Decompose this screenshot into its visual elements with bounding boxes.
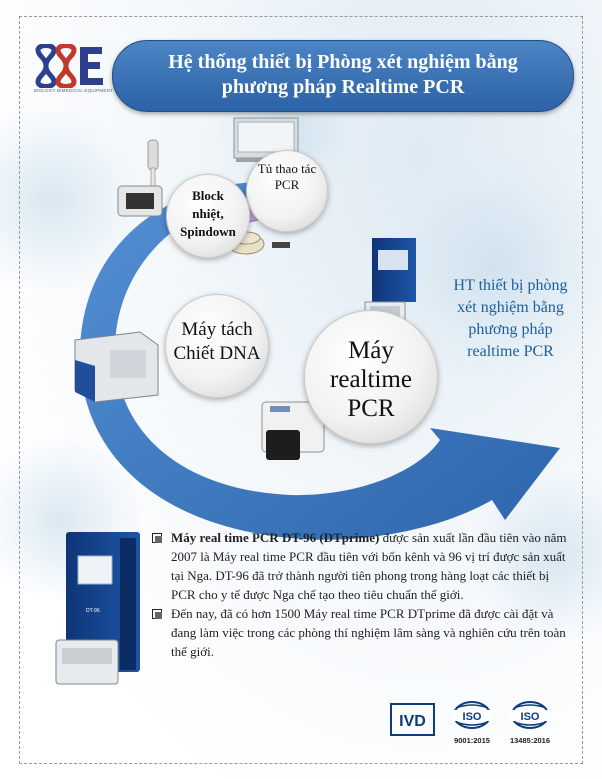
checkbox-bullet-icon: [152, 609, 162, 619]
dt96-device-illustration: DT-96: [55, 532, 140, 685]
iso-label: ISO: [463, 711, 482, 723]
iso-globe-icon: ISO: [510, 701, 550, 729]
iso-label: ISO: [521, 711, 540, 723]
description-list: Máy real time PCR DT-96 (DTprime) được s…: [152, 528, 572, 661]
system-caption: HT thiết bị phòng xét nghiệm bằng phương…: [438, 275, 583, 363]
svg-text:DT-96: DT-96: [86, 608, 100, 614]
compact-pcr-illustration: [261, 401, 325, 460]
bubble-dna-extractor: Máy tách Chiết DNA: [165, 294, 269, 398]
bubble-text: nhiệt,: [192, 206, 224, 221]
bubble-realtime-pcr: Máy realtime PCR: [304, 310, 438, 444]
iso-9001-badge: ISO 9001:2015: [446, 700, 498, 745]
bubble-text: Spindown: [180, 224, 236, 239]
company-logo: BIOLOGY BIMEDICAL EQUIPMENT: [34, 44, 114, 98]
dna-extractor-illustration: [74, 331, 159, 403]
title-banner: Hệ thống thiết bị Phòng xét nghiệm bằng …: [112, 40, 574, 112]
checkbox-bullet-icon: [152, 533, 162, 543]
bubble-text: PCR: [347, 395, 395, 422]
caption-line: phương pháp: [468, 321, 553, 338]
dashed-border: [19, 16, 583, 764]
caption-line: realtime PCR: [467, 343, 554, 360]
iso-code: 13485:2016: [509, 736, 551, 745]
heat-block-illustration: [117, 185, 163, 217]
caption-line: HT thiết bị phòng: [453, 277, 568, 294]
logo-tagline: BIOLOGY BIMEDICAL EQUIPMENT: [34, 88, 113, 93]
bubble-text: Máy tách: [181, 319, 253, 340]
bubble-heat-block: Block nhiệt, Spindown: [166, 174, 250, 258]
bubble-text: PCR: [274, 177, 300, 192]
bubble-realtime-pcr-label: Máy realtime PCR: [305, 336, 437, 423]
bubble-pcr-hood-label: Tủ thao tác PCR: [247, 161, 327, 193]
bubble-heat-block-label: Block nhiệt, Spindown: [167, 187, 249, 241]
bubble-text: Block: [192, 188, 224, 203]
caption-line: xét nghiệm bằng: [457, 299, 564, 316]
list-item: Máy real time PCR DT-96 (DTprime) được s…: [152, 528, 572, 604]
bullet-text: Đến nay, đã có hơn 1500 Máy real time PC…: [171, 606, 566, 659]
curved-arrow: [79, 182, 560, 540]
ivd-badge: IVD: [390, 703, 435, 736]
list-item: Đến nay, đã có hơn 1500 Máy real time PC…: [152, 604, 572, 661]
bubble-text: Máy: [348, 337, 394, 364]
bubble-dna-extractor-label: Máy tách Chiết DNA: [166, 318, 268, 366]
logo-mark-icon: [35, 44, 103, 88]
title-line-2: phương pháp Realtime PCR: [221, 76, 465, 98]
bubble-text: Chiết DNA: [173, 343, 261, 364]
product-name: Máy real time PCR DT-96 (DTprime): [171, 530, 380, 545]
bullet-text: được sản xuất lần đầu tiên vào năm 2007 …: [171, 530, 567, 602]
title-line-1: Hệ thống thiết bị Phòng xét nghiệm bằng: [168, 51, 518, 73]
iso-13485-badge: ISO 13485:2016: [504, 700, 556, 745]
pipette-illustration: [147, 139, 159, 191]
bubble-text: Tủ thao tác: [257, 161, 317, 176]
iso-code: 9001:2015: [454, 736, 490, 745]
page-title: Hệ thống thiết bị Phòng xét nghiệm bằng …: [113, 50, 573, 100]
bubble-pcr-hood: Tủ thao tác PCR: [246, 150, 328, 232]
iso-globe-icon: ISO: [452, 701, 492, 729]
bubble-text: realtime: [330, 366, 412, 393]
